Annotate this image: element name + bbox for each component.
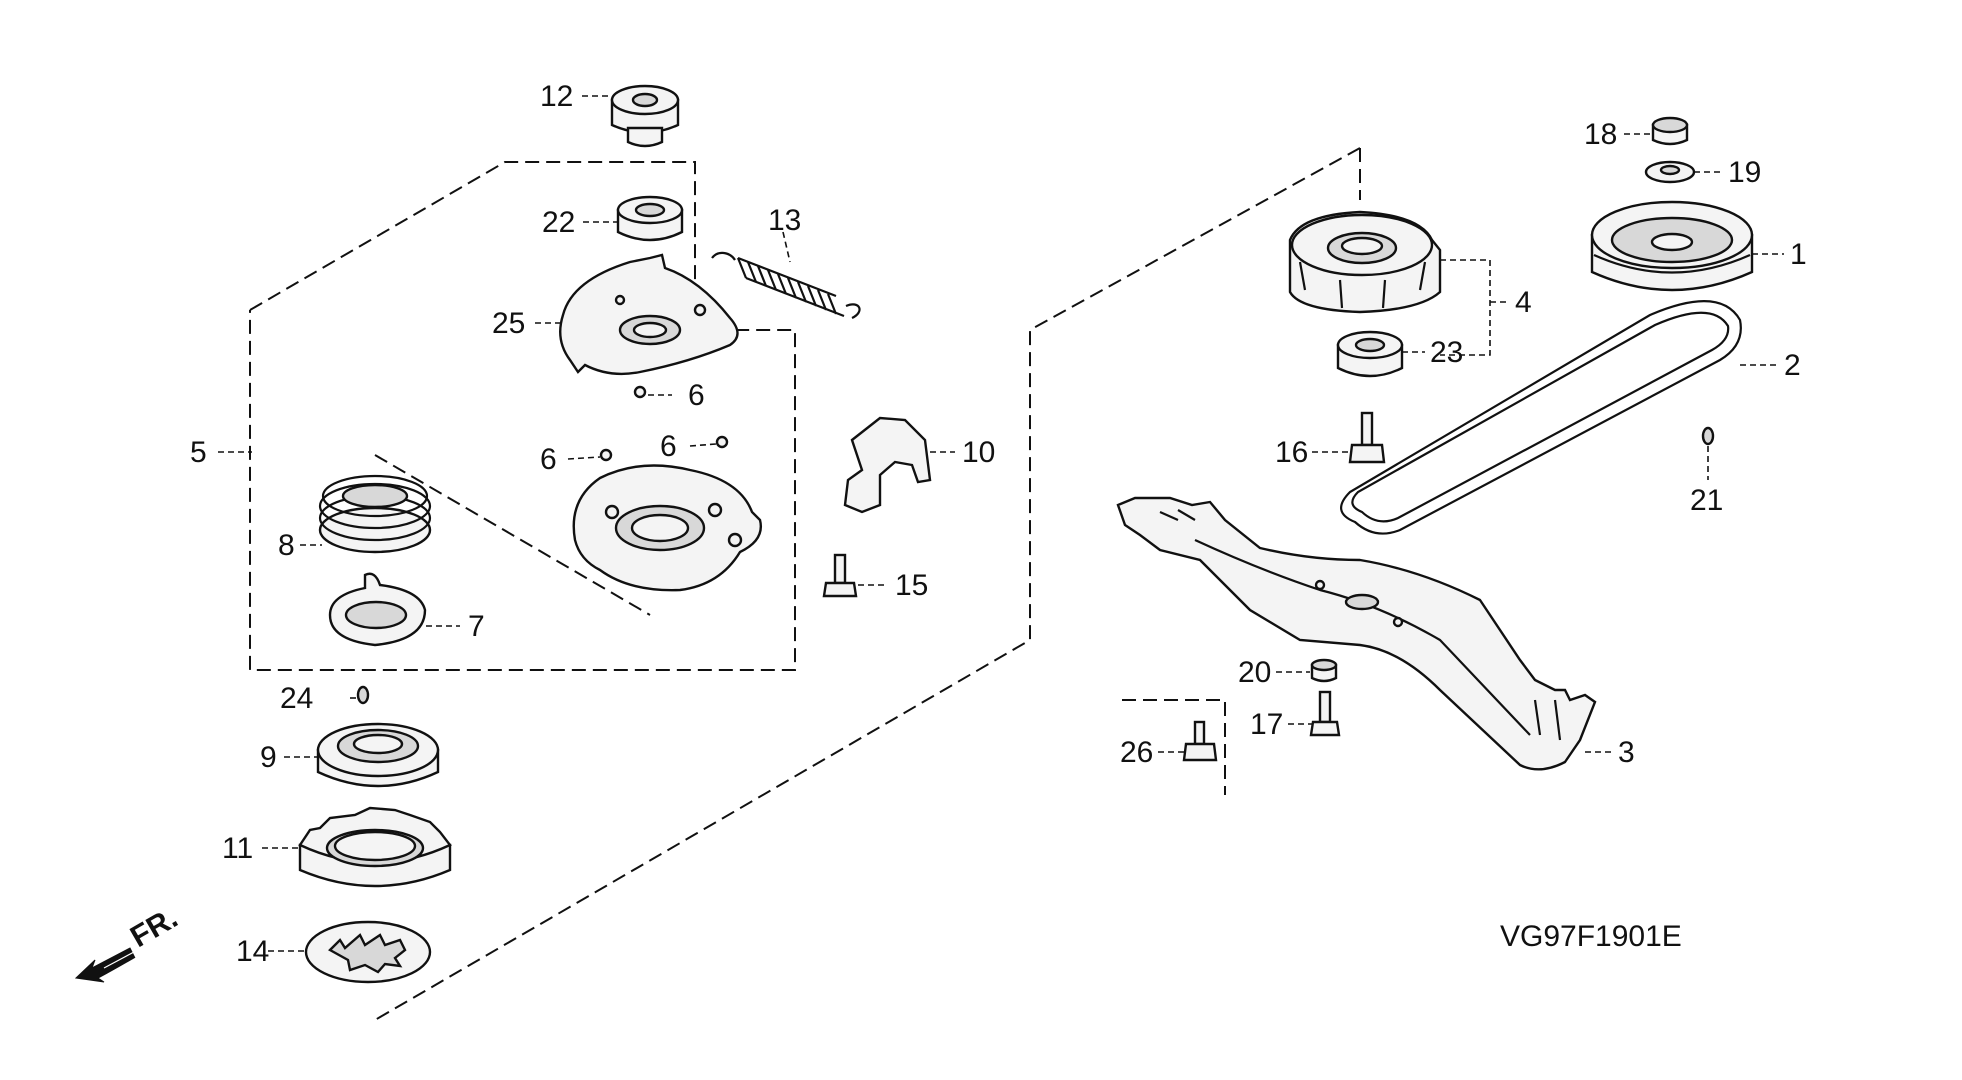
part-lower-plate <box>572 464 762 592</box>
part-3-blade <box>1116 496 1597 771</box>
callout-3: 3 <box>1618 736 1635 769</box>
part-9-housing <box>316 722 440 788</box>
callout-11: 11 <box>222 832 253 865</box>
part-2-belt <box>1340 300 1742 535</box>
part-10-bracket <box>843 416 932 514</box>
part-11-lock-nut <box>298 806 452 888</box>
callout-15: 15 <box>895 569 928 602</box>
callout-4: 4 <box>1515 286 1532 319</box>
part-18-nut <box>1651 116 1689 146</box>
front-indicator-label: FR. <box>125 901 183 954</box>
callout-6c: 6 <box>660 430 677 463</box>
part-7-clip <box>328 572 427 647</box>
part-16-bolt <box>1348 411 1386 464</box>
callout-1: 1 <box>1790 238 1807 271</box>
callout-22: 22 <box>542 206 575 239</box>
part-1-pulley <box>1590 200 1754 292</box>
part-14-star-washer <box>304 920 432 984</box>
part-24-pin <box>356 685 370 705</box>
callout-5: 5 <box>190 436 207 469</box>
part-26-bolt <box>1182 720 1218 762</box>
part-13-spring <box>711 251 861 319</box>
part-20-nut <box>1310 658 1338 683</box>
diagram-code: VG97F1901E <box>1500 920 1682 953</box>
callout-6b: 6 <box>540 443 557 476</box>
part-6-balls <box>599 385 729 462</box>
callout-23: 23 <box>1430 336 1463 369</box>
callout-10: 10 <box>962 436 995 469</box>
callout-7: 7 <box>468 610 485 643</box>
callout-12: 12 <box>540 80 573 113</box>
part-22-bearing <box>616 195 684 242</box>
callout-18: 18 <box>1584 118 1617 151</box>
part-8-coil-spring <box>318 474 432 554</box>
callout-14: 14 <box>236 935 269 968</box>
callout-20: 20 <box>1238 656 1271 689</box>
callout-25: 25 <box>492 307 525 340</box>
callout-8: 8 <box>278 529 295 562</box>
callout-labels: 12 22 13 25 6 6 6 10 15 5 8 7 24 9 11 14… <box>190 80 1807 968</box>
callout-6a: 6 <box>688 379 705 412</box>
part-19-washer <box>1644 160 1696 184</box>
assembly-outline-group-5 <box>249 161 796 671</box>
part-25-plate <box>559 253 739 376</box>
front-arrow-icon <box>74 945 137 983</box>
part-15-bolt <box>822 553 858 598</box>
part-4-hub <box>1288 210 1442 314</box>
callout-21: 21 <box>1690 484 1723 517</box>
callout-17: 17 <box>1250 708 1283 741</box>
part-17-bolt <box>1309 690 1341 737</box>
callout-16: 16 <box>1275 436 1308 469</box>
callout-19: 19 <box>1728 156 1761 189</box>
part-23-bearing <box>1336 330 1404 378</box>
leader-lines <box>218 95 1784 952</box>
assembly-outline-main <box>374 147 1361 1021</box>
part-21-key <box>1701 426 1715 446</box>
callout-13: 13 <box>768 204 801 237</box>
callout-2: 2 <box>1784 349 1801 382</box>
callout-24: 24 <box>280 682 313 715</box>
callout-9: 9 <box>260 741 277 774</box>
callout-26: 26 <box>1120 736 1153 769</box>
part-12-bushing <box>610 84 680 148</box>
